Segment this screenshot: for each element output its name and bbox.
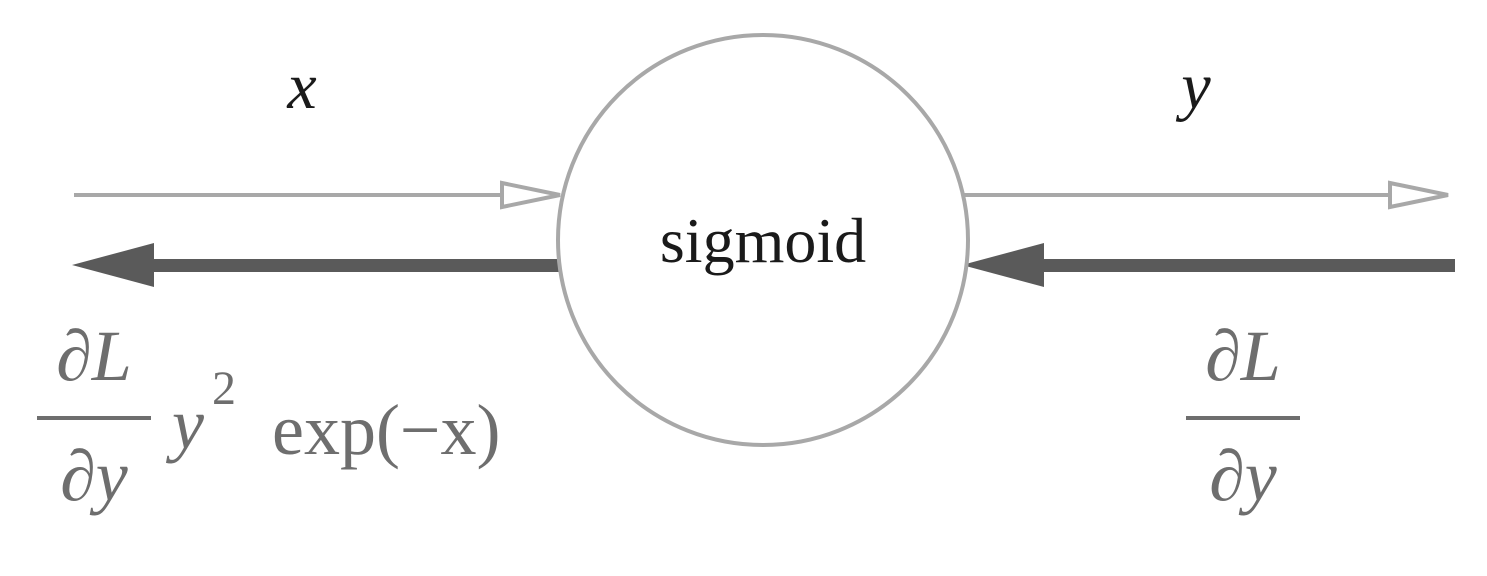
node-label: sigmoid <box>660 205 866 276</box>
upstream-gradient-denominator: ∂y <box>1209 436 1277 516</box>
backward-arrow-left <box>72 243 565 287</box>
downstream-gradient-numerator: ∂L <box>56 316 132 396</box>
factor-exp-function: exp(−x) <box>272 390 501 470</box>
factor-base-y: y <box>165 384 204 464</box>
factor-exponent: 2 <box>212 362 236 415</box>
sigmoid-node <box>556 33 970 447</box>
upstream-gradient-numerator: ∂L <box>1205 316 1281 396</box>
forward-output-arrow <box>962 180 1449 210</box>
forward-input-arrow <box>74 180 561 210</box>
upstream-gradient: ∂L ∂y <box>1186 316 1300 516</box>
output-label-y: y <box>1175 50 1211 123</box>
backward-arrow-right <box>962 243 1455 287</box>
input-label-x: x <box>286 50 316 123</box>
downstream-gradient: ∂L ∂y y 2 exp(−x) <box>37 316 501 516</box>
downstream-gradient-denominator: ∂y <box>60 436 128 516</box>
